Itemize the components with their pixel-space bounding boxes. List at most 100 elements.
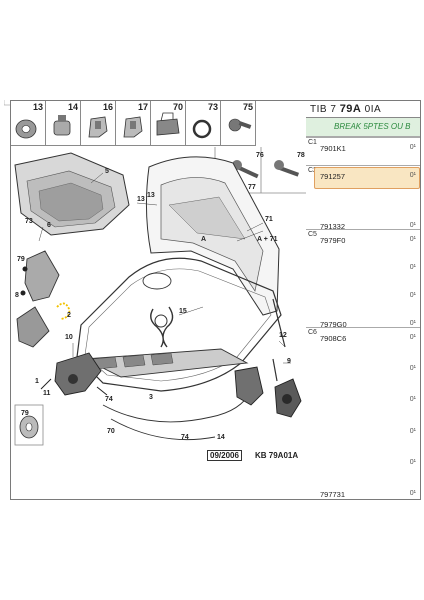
bracket-icon: [156, 112, 180, 136]
part-reference[interactable]: 7979G0: [320, 320, 347, 329]
part-reference[interactable]: 7908C6: [320, 334, 347, 343]
part-quantity: 0¹: [409, 334, 416, 341]
callout-label: 73: [25, 218, 33, 225]
thumbnail-number: 70: [172, 102, 183, 112]
part-reference[interactable]: 791332: [320, 222, 346, 231]
thumbnail-16: 16: [81, 101, 116, 146]
callout-label: 3: [149, 394, 153, 401]
part-quantity: 0¹: [409, 236, 416, 243]
callout-label: 79: [21, 410, 29, 417]
leader-lines: [38, 172, 291, 364]
callout-76: 76: [256, 152, 264, 159]
callout-label: 6: [47, 222, 51, 229]
callout-label: 70: [107, 428, 115, 435]
group-code: C1: [308, 139, 317, 146]
callout-label: 12: [279, 332, 287, 339]
header-code-suffix: 0IA: [364, 104, 382, 115]
part-quantity: 0¹: [409, 490, 416, 497]
part-quantity: 0¹: [409, 144, 416, 151]
thumbnail-75: 75: [221, 101, 256, 146]
callout-label: 9: [287, 358, 291, 365]
group-code: C6: [308, 329, 317, 336]
callout-label: 5: [105, 168, 109, 175]
release-handle: [234, 366, 302, 418]
thumbnail-number: 17: [137, 102, 148, 112]
thumbnail-number: 13: [32, 102, 43, 112]
bonnet-lock: [40, 352, 108, 396]
callout-label: A: [201, 236, 206, 243]
part-quantity: 0¹: [409, 365, 416, 373]
group-code: C2: [308, 167, 317, 174]
callout-label: 74: [105, 396, 113, 403]
callout-label: 11: [43, 390, 51, 397]
bonnet-diagram: 76 78 77: [14, 147, 307, 446]
screw-icon: [274, 160, 300, 177]
header-code-prefix: TIB 7: [310, 104, 337, 115]
part-reference[interactable]: 7979F0: [320, 236, 346, 245]
part-quantity: 0¹: [409, 172, 416, 179]
part-quantity: 0¹: [409, 222, 416, 229]
thumbnail-70: 70: [151, 101, 186, 146]
callout-marker-2: [56, 302, 71, 320]
callout-label: 79: [17, 256, 25, 263]
footer-ref: KB 79A01A: [255, 451, 299, 460]
front-crossmember: [83, 348, 249, 378]
thumbnail-number: 75: [242, 102, 253, 112]
group-code: C5: [308, 231, 317, 238]
callout-label: 74: [181, 434, 189, 441]
release-cable: [102, 390, 252, 441]
thumbnail-17: 17: [116, 101, 151, 146]
callout-label: 8: [15, 292, 19, 299]
part-quantity: 0¹: [409, 264, 416, 271]
part-reference[interactable]: 791257: [320, 172, 346, 181]
footer-date: 09/2006: [207, 450, 242, 461]
thumbnail-13: 13: [11, 101, 46, 146]
part-quantity: 0¹: [409, 427, 416, 435]
callout-label: 15: [179, 308, 187, 315]
thumbnail-number: 14: [67, 102, 78, 112]
callout-label: 1: [35, 378, 39, 385]
grommet-79-detail: [14, 404, 44, 446]
prop-rod: [272, 298, 286, 382]
callout-label: 13: [147, 192, 155, 199]
callout-label: 14: [217, 434, 225, 441]
callout-label: 10: [65, 334, 73, 341]
header-code-bold: 79A: [339, 103, 362, 115]
callout-77: 77: [248, 184, 256, 191]
panel-subtitle: BREAK 5PTES OU B: [306, 118, 420, 137]
seal-grommet: [150, 306, 174, 348]
part-quantity: 0¹: [409, 292, 416, 299]
insulation-pad: [14, 152, 130, 236]
part-quantity: 0¹: [409, 396, 416, 404]
part-reference[interactable]: 797731: [320, 490, 346, 499]
callout-label: A + 71: [257, 236, 278, 243]
hinge-bracket-left: [16, 250, 60, 348]
bonnet-panel: [145, 156, 280, 316]
callout-label: 2: [67, 312, 71, 319]
grommet-icon: [15, 119, 37, 139]
clip-icon: [88, 116, 108, 138]
callout-label: 71: [265, 216, 273, 223]
callout-78: 78: [297, 152, 305, 159]
thumbnail-number: 73: [207, 102, 218, 112]
panel-header: TIB 7 79A 0IA: [306, 101, 420, 118]
bolt-icon: [228, 118, 252, 132]
part-quantity: 0¹: [409, 458, 416, 466]
parts-thumbnail-row: 13 14 16 17 70 73 75: [11, 101, 256, 147]
clip-icon: [123, 116, 143, 138]
ring-icon: [192, 119, 212, 139]
thumbnail-14: 14: [46, 101, 81, 146]
callout-label: 13: [137, 196, 145, 203]
plug-icon: [53, 115, 71, 136]
part-quantity: 0¹: [409, 320, 416, 327]
highlighted-row: [314, 167, 420, 189]
thumbnail-number: 16: [102, 102, 113, 112]
part-reference[interactable]: 7901K1: [320, 144, 346, 153]
